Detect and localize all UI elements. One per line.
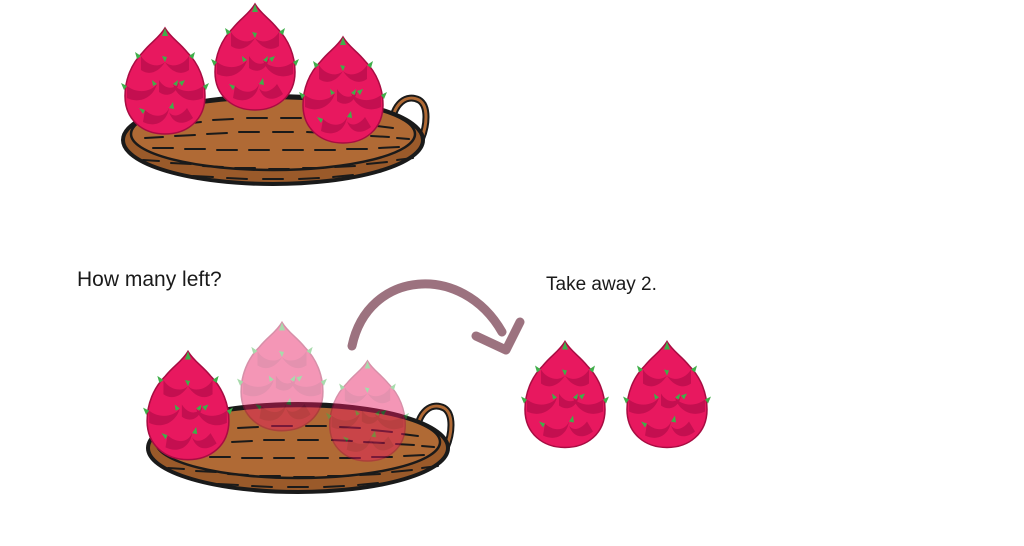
faded-dragon-fruit-icon [236,321,328,432]
dragon-fruit-icon [210,3,300,111]
question-text: How many left? [77,268,222,291]
dragon-fruit-icon [622,340,712,449]
instruction-text: Take away 2. [546,274,657,295]
curved-arrow-icon [347,279,525,355]
dragon-fruit-icon [520,340,610,449]
faded-dragon-fruit-icon [325,360,410,462]
taken-away-group [520,340,712,449]
dragon-fruit-icon [142,350,234,461]
dragon-fruit-icon [298,36,388,144]
top-tray-group [120,3,426,184]
bottom-tray-group [142,321,451,492]
dragon-fruit-icon [120,27,210,135]
